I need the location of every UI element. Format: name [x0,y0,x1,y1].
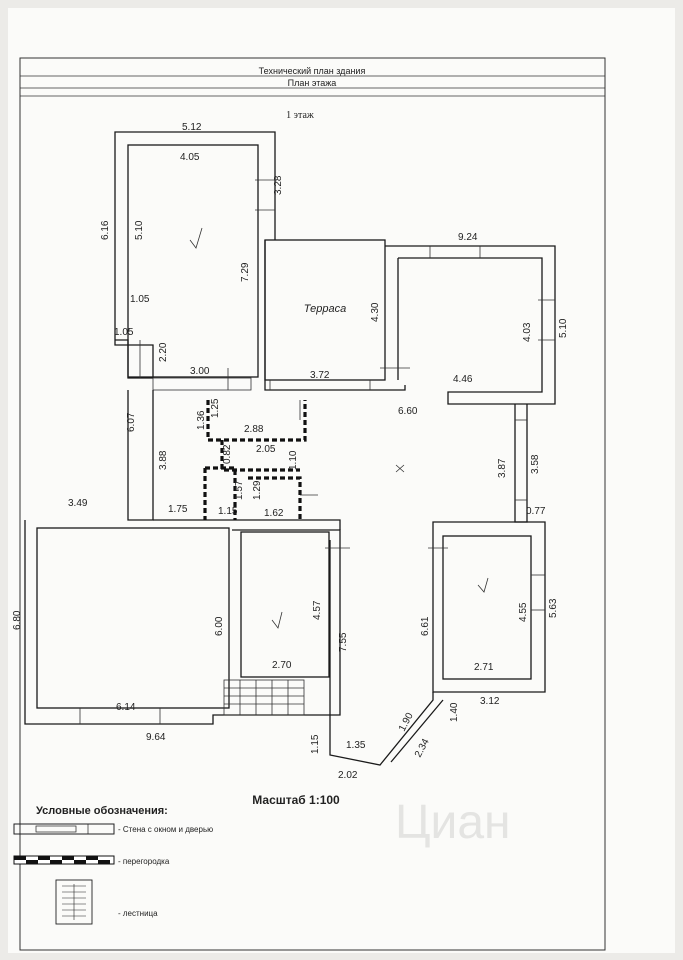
dim-label: 6.14 [116,702,136,713]
dim-label: 9.64 [146,732,166,743]
dim-label: 4.03 [522,322,533,342]
dim-label: 5.10 [558,318,569,338]
dim-label: 1.05 [130,294,150,305]
dim-label: 3.88 [158,450,169,470]
room-label-terrace: Терраса [304,303,346,315]
dim-label: 6.60 [398,406,418,417]
legend-item-partition-label: - перегородка [118,857,170,866]
walls [24,131,556,766]
dim-label: 0.77 [526,506,546,517]
dim-label: 2.88 [244,424,264,435]
sheet-frame [19,57,606,951]
floor-label: 1 этаж [286,110,314,121]
dim-label: 1.15 [310,734,321,754]
dim-label: 7.55 [338,632,349,652]
dim-label: 3.00 [190,366,210,377]
dim-label: 1.40 [449,702,460,722]
dim-label: 3.58 [530,454,541,474]
dim-label: 4.05 [180,152,200,163]
partitions [203,400,307,520]
stair-block [223,679,305,716]
dim-label: 5.10 [134,220,145,240]
dim-label: 4.57 [312,600,323,620]
dim-label: 3.28 [273,175,284,195]
legend-wall-symbol [13,823,115,835]
dim-label: 2.71 [474,662,494,673]
dim-label: 6.61 [420,616,431,636]
dim-label: 3.87 [497,458,508,478]
legend-stair-symbol [55,879,93,925]
dim-label: 1.05 [114,327,134,338]
dim-label: 6.80 [12,610,23,630]
dim-label: 4.30 [370,302,381,322]
watermark: Циан [395,796,511,849]
dim-label: 2.20 [158,342,169,362]
dim-label: 1.10 [288,450,299,470]
legend-item-stair-label: - лестница [118,909,158,918]
dim-label: 2.70 [272,660,292,671]
dim-label: 7.29 [240,262,251,282]
dim-label: 3.12 [480,696,500,707]
dim-label: 2.05 [256,444,276,455]
dim-label: 1.15 [218,506,238,517]
sheet-subtitle: План этажа [288,78,337,88]
sheet-title: Технический план здания [259,66,366,76]
legend-title: Условные обозначения: [36,805,168,817]
dim-label: 6.07 [126,412,137,432]
legend: Условные обозначения: - Стена с окном и … [13,805,213,925]
dim-label: 1.57 [234,480,245,500]
dim-label: 6.16 [100,220,111,240]
dim-label: 1.35 [346,740,366,751]
legend-item-wall-label: - Стена с окном и дверью [118,825,213,834]
dim-label: 9.24 [458,232,478,243]
dim-label: 3.72 [310,370,330,381]
dimension-labels: 5.12 4.05 3.28 6.16 5.10 7.29 1.05 1.05 … [12,122,569,781]
dim-label: 4.46 [453,374,473,385]
dim-label: 0.82 [222,444,233,464]
dim-label: 3.49 [68,498,88,509]
scale-label: Масштаб 1:100 [252,793,340,807]
check-marks [189,227,489,629]
dim-label: 1.36 [196,410,207,430]
dim-label: 2.02 [338,770,358,781]
dim-label: 4.55 [518,602,529,622]
dim-label: 1.25 [210,398,221,418]
paper [8,8,675,953]
dim-label: 1.62 [264,508,284,519]
dim-label: 6.00 [214,616,225,636]
legend-partition-symbol [13,855,115,865]
dim-label: 1.29 [252,480,263,500]
dim-label: 1.75 [168,504,188,515]
dim-label: 5.63 [548,598,559,618]
dim-label: 5.12 [182,122,202,133]
